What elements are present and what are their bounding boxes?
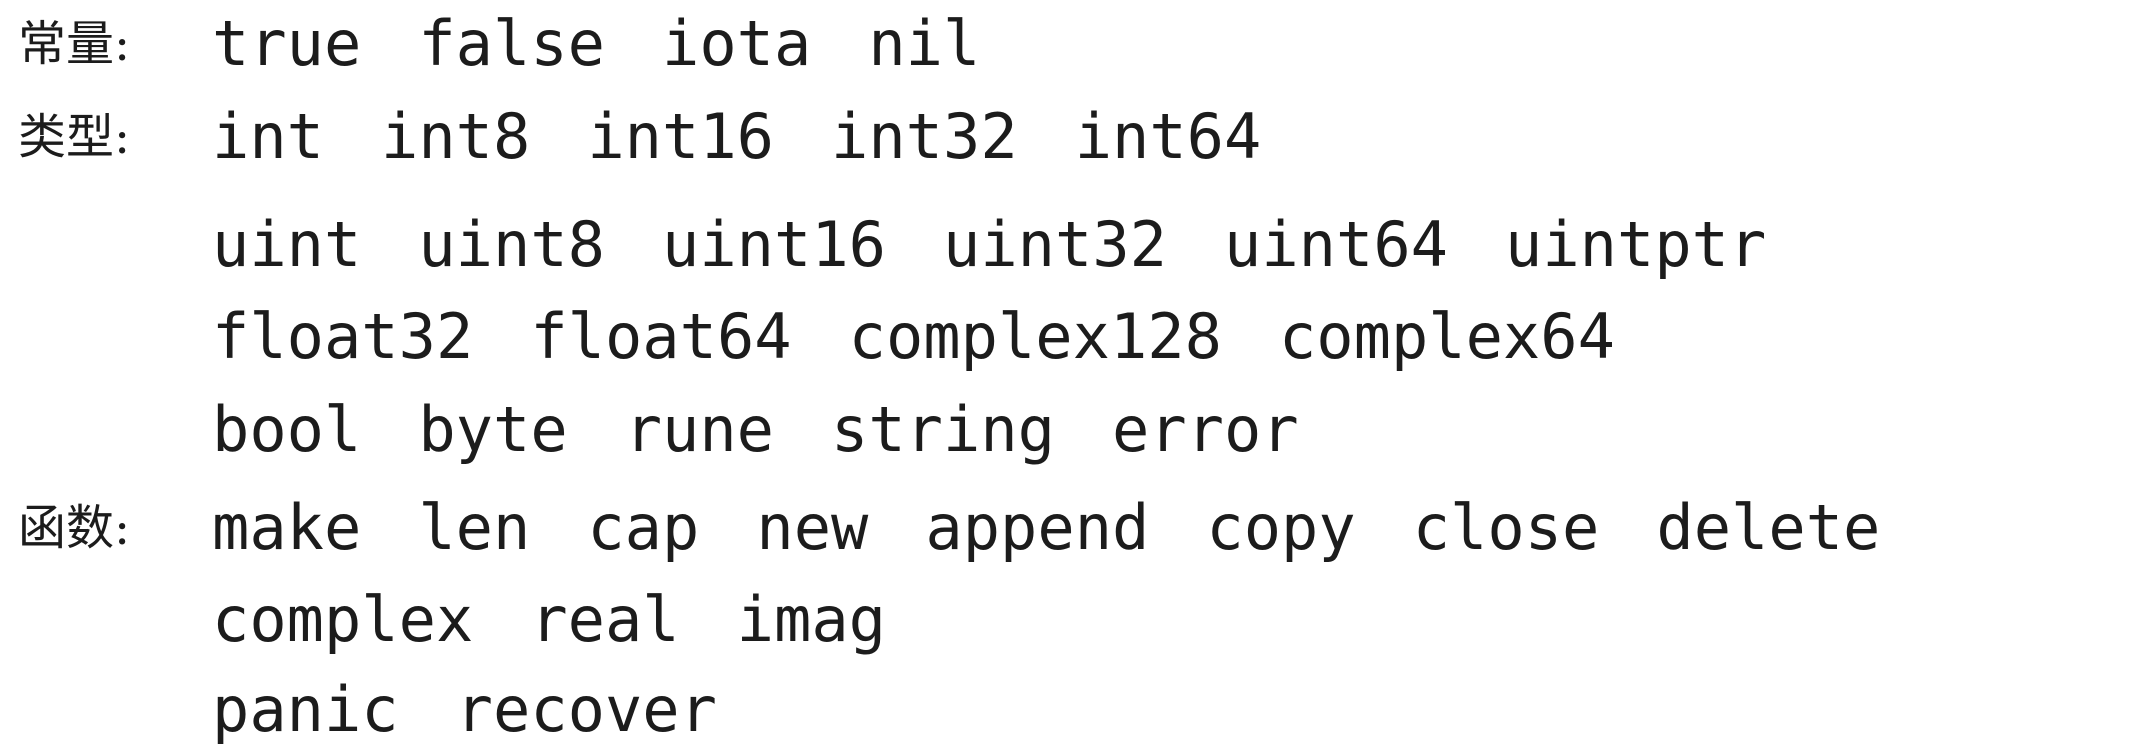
identifier-list: panic recover <box>212 670 717 750</box>
identifier: complex128 <box>848 300 1222 373</box>
identifier: new <box>756 491 869 564</box>
identifier: false <box>418 7 605 80</box>
identifier-list: float32 float64 complex128 complex64 <box>212 297 1615 377</box>
identifier: true <box>212 7 362 80</box>
identifier: uint8 <box>418 208 605 281</box>
identifier: close <box>1412 491 1600 564</box>
identifier: complex64 <box>1278 300 1615 373</box>
identifier: complex <box>212 583 474 656</box>
identifier: uintptr <box>1505 208 1767 281</box>
identifier: imag <box>736 583 886 656</box>
identifier-list: uint uint8 uint16 uint32 uint64 uintptr <box>212 205 1766 285</box>
identifier: byte <box>418 393 568 466</box>
identifier: float64 <box>530 300 792 373</box>
functions-label: 函数: <box>18 500 131 556</box>
identifier: panic <box>212 673 399 746</box>
identifier: append <box>925 491 1150 564</box>
identifier: uint16 <box>662 208 886 281</box>
identifier: int32 <box>831 100 1018 173</box>
identifier: len <box>418 491 531 564</box>
identifier: bool <box>212 393 362 466</box>
identifier: uint32 <box>943 208 1167 281</box>
identifier: cap <box>587 491 700 564</box>
identifier: make <box>212 491 362 564</box>
identifier-list: bool byte rune string error <box>212 390 1299 470</box>
identifier: float32 <box>212 300 474 373</box>
identifier: int16 <box>587 100 774 173</box>
identifier-list: int int8 int16 int32 int64 <box>212 97 1261 177</box>
identifier: uint64 <box>1224 208 1448 281</box>
constants-label: 常量: <box>18 16 131 72</box>
identifier: int8 <box>381 100 531 173</box>
identifier: int64 <box>1074 100 1262 173</box>
identifier: uint <box>212 208 362 281</box>
identifier-list: complex real imag <box>212 580 886 660</box>
identifier: int <box>212 100 324 173</box>
identifier: nil <box>868 7 981 80</box>
identifier: string <box>831 393 1055 466</box>
identifier: recover <box>455 673 717 746</box>
types-label: 类型: <box>18 109 131 165</box>
identifier: real <box>530 583 680 656</box>
identifier: delete <box>1656 491 1881 564</box>
identifier: error <box>1112 393 1299 466</box>
identifier: iota <box>662 7 812 80</box>
identifier: rune <box>624 393 774 466</box>
identifier: copy <box>1206 491 1356 564</box>
